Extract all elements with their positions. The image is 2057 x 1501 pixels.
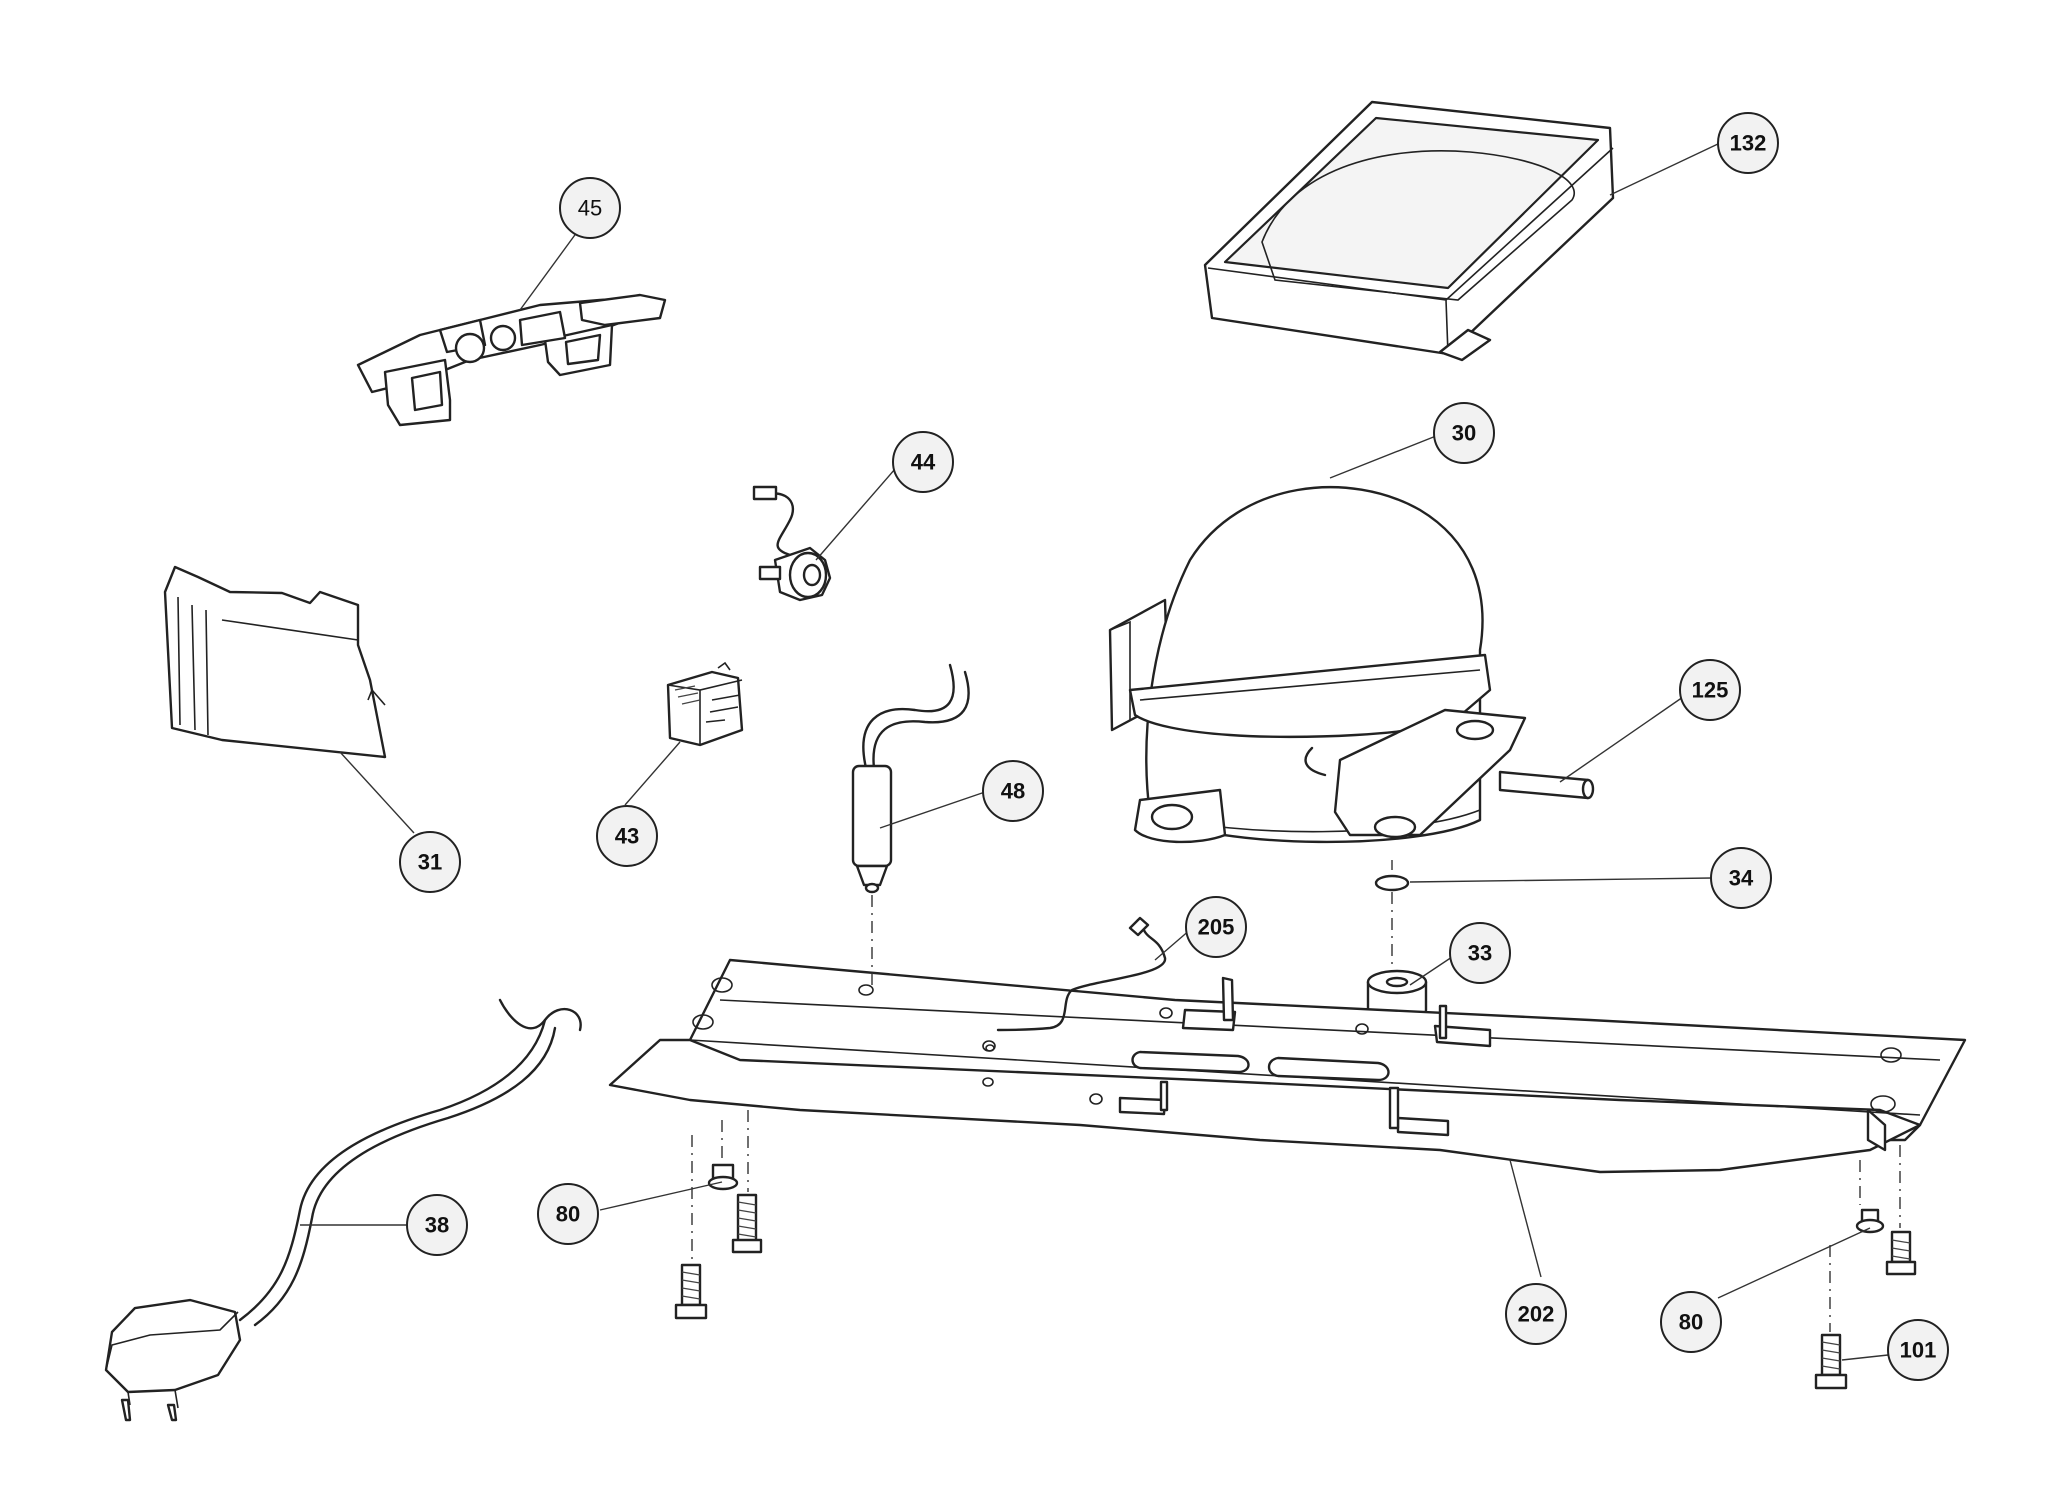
callout-33-label: 33	[1468, 941, 1492, 966]
callout-30: 30	[1433, 402, 1495, 464]
part-80-foot-right	[1855, 1208, 1885, 1234]
callout-34: 34	[1710, 847, 1772, 909]
part-125-tube	[1498, 770, 1595, 800]
part-44-protector	[752, 485, 832, 602]
part-38-power-cord	[104, 998, 582, 1422]
part-31-bracket	[163, 565, 387, 759]
assembly-lines	[691, 860, 1901, 1332]
callout-34-label: 34	[1729, 866, 1754, 891]
part-43-relay	[666, 661, 744, 747]
part-34-washer	[1374, 874, 1410, 892]
part-80-foot-left	[707, 1163, 739, 1191]
callout-43-label: 43	[615, 824, 639, 849]
part-202-base-plate	[608, 958, 1967, 1174]
callout-125-label: 125	[1692, 678, 1729, 703]
callout-202: 202	[1505, 1283, 1567, 1345]
callout-31-label: 31	[418, 850, 442, 875]
part-205-wire	[985, 916, 1167, 1052]
callout-38-label: 38	[425, 1213, 449, 1238]
part-101-screw-right-a	[1885, 1230, 1917, 1276]
callout-80-left: 80	[537, 1183, 599, 1245]
callout-80-right-label: 80	[1679, 1310, 1703, 1335]
callout-44: 44	[892, 431, 954, 493]
part-101-screw-left-b	[674, 1263, 708, 1320]
part-30-compressor	[1108, 486, 1527, 844]
callout-48: 48	[982, 760, 1044, 822]
callout-33: 33	[1449, 922, 1511, 984]
callout-45-label: 45	[578, 196, 602, 221]
callout-101-label: 101	[1900, 1338, 1937, 1363]
part-45-clip	[356, 293, 667, 427]
callout-132-label: 132	[1730, 131, 1767, 156]
part-101-screw-right-b	[1814, 1333, 1848, 1390]
part-132-tray	[1203, 100, 1615, 362]
callout-101: 101	[1887, 1319, 1949, 1381]
callout-80-left-label: 80	[556, 1202, 580, 1227]
callout-30-label: 30	[1452, 421, 1476, 446]
callout-45: 45	[559, 177, 621, 239]
callout-44-label: 44	[911, 450, 936, 475]
part-101-screw-left-a	[731, 1193, 763, 1254]
callout-125: 125	[1679, 659, 1741, 721]
callout-48-label: 48	[1001, 779, 1025, 804]
callout-205: 205	[1185, 896, 1247, 958]
callout-43: 43	[596, 805, 658, 867]
callout-31: 31	[399, 831, 461, 893]
part-48-capacitor	[851, 663, 970, 894]
callout-132: 132	[1717, 112, 1779, 174]
callout-38: 38	[406, 1194, 468, 1256]
callout-202-label: 202	[1518, 1302, 1555, 1327]
callout-205-label: 205	[1198, 915, 1235, 940]
leader-lines	[300, 142, 1889, 1361]
callout-80-right: 80	[1660, 1291, 1722, 1353]
